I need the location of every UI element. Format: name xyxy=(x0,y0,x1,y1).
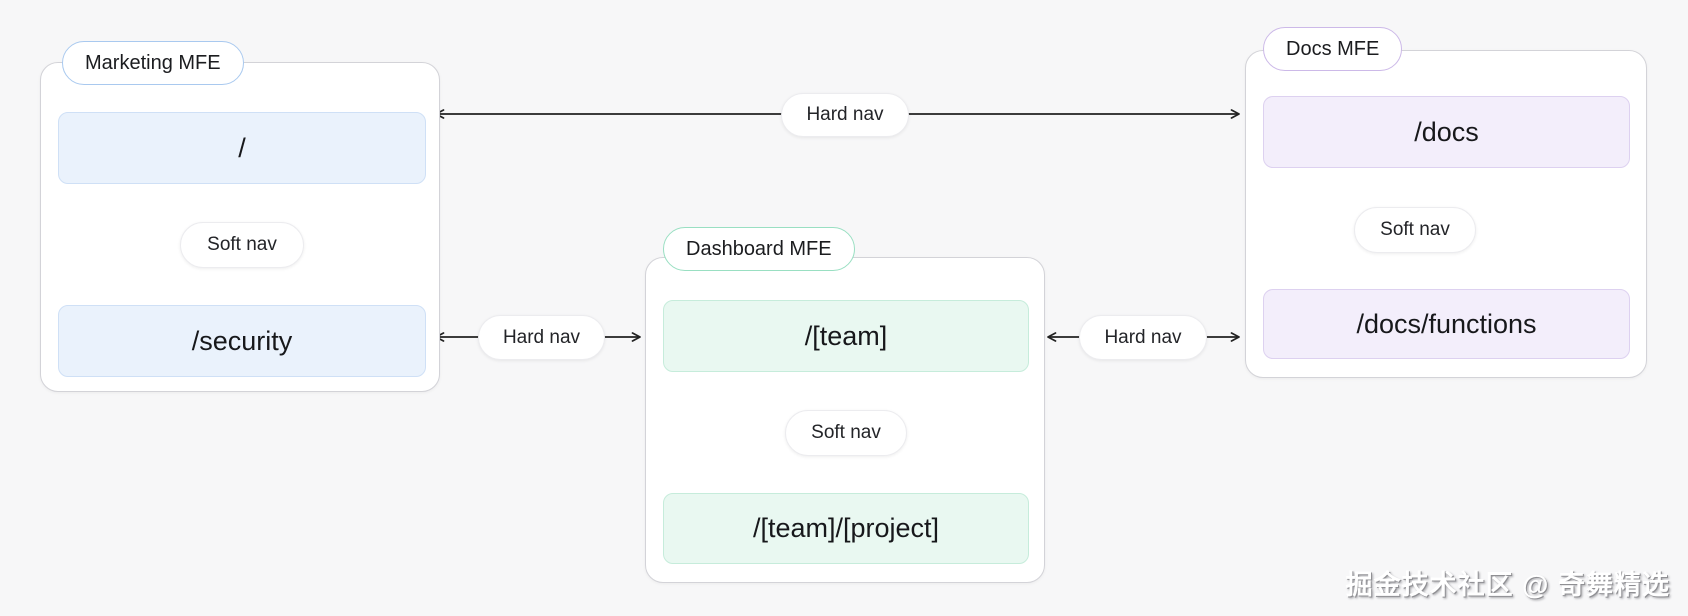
route-node-docs-functions: /docs/functions xyxy=(1263,289,1630,359)
route-node-docs: /docs xyxy=(1263,96,1630,168)
soft-nav-badge-dashboard: Soft nav xyxy=(785,410,907,456)
route-label: /[team]/[project] xyxy=(752,513,940,543)
hard-nav-label: Hard nav xyxy=(502,326,581,348)
soft-nav-label: Soft nav xyxy=(207,234,277,255)
soft-nav-label: Soft nav xyxy=(811,422,881,443)
route-label: /docs/functions xyxy=(1356,308,1537,339)
soft-nav-badge-marketing: Soft nav xyxy=(180,222,304,268)
route-label: /security xyxy=(191,325,293,356)
route-label: /[team] xyxy=(804,320,888,351)
marketing-mfe-title: Marketing MFE xyxy=(62,41,244,85)
hard-nav-badge-marketing-dashboard: Hard nav xyxy=(478,315,605,360)
route-label: / xyxy=(238,132,246,163)
docs-mfe-title: Docs MFE xyxy=(1263,27,1403,71)
hard-nav-badge-dashboard-docs: Hard nav xyxy=(1079,315,1207,360)
hard-nav-badge-marketing-docs: Hard nav xyxy=(781,93,909,137)
hard-nav-label: Hard nav xyxy=(806,104,884,125)
route-node-root: / xyxy=(58,112,426,184)
hard-nav-label: Hard nav xyxy=(1104,326,1182,348)
route-node-security: /security xyxy=(58,305,426,377)
dashboard-mfe-title: Dashboard MFE xyxy=(663,227,855,271)
route-label: /docs xyxy=(1414,116,1479,147)
soft-nav-label: Soft nav xyxy=(1380,219,1450,240)
route-node-team-project: /[team]/[project] xyxy=(663,493,1029,564)
watermark-text: 掘金技术社区 @ 奇舞精选 xyxy=(1345,570,1670,600)
soft-nav-badge-docs: Soft nav xyxy=(1354,207,1476,253)
route-node-team: /[team] xyxy=(663,300,1029,372)
